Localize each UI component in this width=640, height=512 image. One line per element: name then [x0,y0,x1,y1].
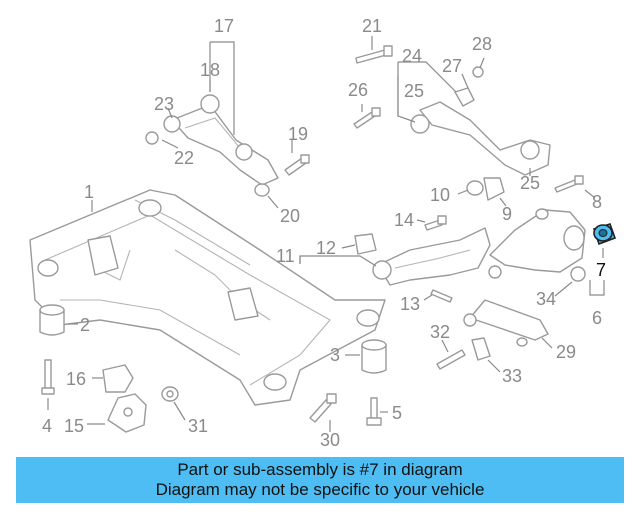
callout-9: 9 [502,204,512,224]
callout-5: 5 [392,403,402,423]
bushing-10 [466,177,505,201]
link-29 [463,299,549,347]
callout-26: 26 [348,80,368,100]
callout-14: 14 [394,210,414,230]
callout-18: 18 [200,60,220,80]
bushing-3 [361,339,387,374]
leader-lines [47,36,605,432]
bolt-21 [355,45,393,64]
callout-2: 2 [80,315,90,335]
callout-16: 16 [66,369,86,389]
callout-4: 4 [42,416,52,436]
callout-6: 6 [592,308,602,328]
callout-labels: 1 2 3 4 5 6 7 8 9 10 11 12 13 14 15 16 1… [42,16,606,450]
callout-34: 34 [536,289,556,309]
bolt-8 [554,175,584,193]
bolt-30 [309,393,337,423]
callout-25a: 25 [404,81,424,101]
callout-17: 17 [214,16,234,36]
callout-27: 27 [442,56,462,76]
callout-10: 10 [430,185,450,205]
bracket-16 [102,364,134,393]
callout-23: 23 [154,94,174,114]
bolt-26 [353,107,381,129]
callout-28: 28 [472,34,492,54]
bushing-2 [39,304,65,336]
callout-31: 31 [188,416,208,436]
bolt-13 [430,289,453,303]
callout-1: 1 [84,182,94,202]
info-banner: Part or sub-assembly is #7 in diagram Di… [16,457,624,503]
callout-20: 20 [280,206,300,226]
bolt-5 [366,397,382,426]
callout-11: 11 [276,246,295,266]
callout-22: 22 [174,148,194,168]
knuckle [488,208,586,282]
callout-19: 19 [288,124,308,144]
callout-30: 30 [320,430,340,450]
bolt-4 [41,359,55,395]
callout-3: 3 [330,345,340,365]
banner-line-1: Part or sub-assembly is #7 in diagram [177,460,463,479]
callout-7: 7 [596,260,606,280]
banner-line-2: Diagram may not be specific to your vehi… [155,480,485,499]
bracket-15 [107,393,147,433]
bolt-32 [436,349,466,370]
highlighted-bushing-7[interactable] [592,223,617,246]
callout-25b: 25 [520,173,540,193]
callout-32: 32 [430,322,450,342]
bolt-14 [424,215,447,231]
parts-diagram: 1 2 3 4 5 6 7 8 9 10 11 12 13 14 15 16 1… [29,16,617,450]
callout-33: 33 [502,366,522,386]
bracket-33 [471,337,491,361]
callout-29: 29 [556,342,576,362]
lower-arm [354,227,491,286]
upper-arm-left [145,94,310,197]
subframe-part [29,189,386,406]
callout-24: 24 [402,46,422,66]
callout-21: 21 [362,16,382,36]
upper-arm-right [410,66,551,176]
callout-15: 15 [64,416,84,436]
washer-31 [161,386,179,402]
callout-13: 13 [400,294,420,314]
callout-8: 8 [592,192,602,212]
callout-12: 12 [316,238,336,258]
